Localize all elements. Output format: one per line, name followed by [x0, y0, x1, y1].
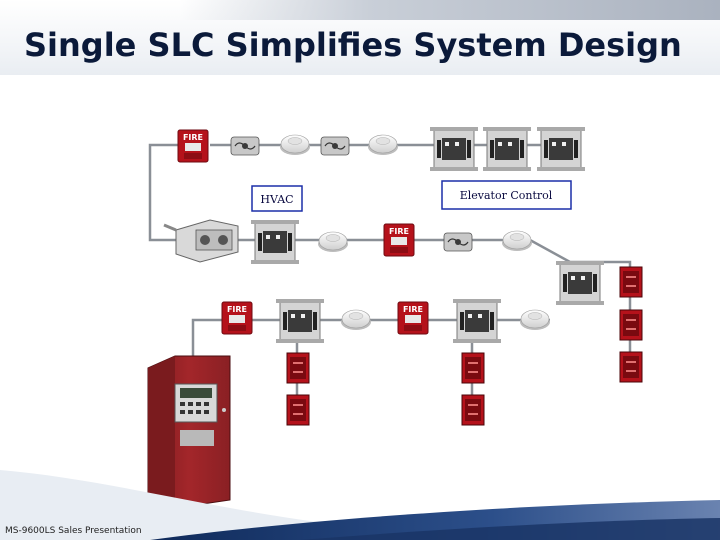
- control-module-icon: [483, 127, 531, 171]
- heat-detector-icon: [444, 233, 472, 251]
- control-module-icon: [537, 127, 585, 171]
- elevator-control-label: Elevator Control: [442, 181, 571, 209]
- control-module-icon: [430, 127, 478, 171]
- smoke-detector-icon: [341, 310, 371, 330]
- control-module-icon: [556, 261, 604, 305]
- relay-module-icon: [287, 353, 309, 383]
- relay-module-icon: [620, 352, 642, 382]
- pull-station-icon: [398, 302, 428, 334]
- relay-module-icon: [287, 395, 309, 425]
- heat-detector-icon: [321, 137, 349, 155]
- pull-station-icon: [178, 130, 208, 162]
- relay-module-icon: [462, 395, 484, 425]
- hvac-label: HVAC: [252, 186, 302, 211]
- relay-module-icon: [620, 310, 642, 340]
- heat-detector-icon: [231, 137, 259, 155]
- smoke-detector-icon: [502, 231, 532, 251]
- smoke-detector-icon: [520, 310, 550, 330]
- footer-text: MS-9600LS Sales Presentation: [5, 526, 142, 536]
- pull-station-icon: [222, 302, 252, 334]
- monitor-module-icon: [251, 220, 299, 264]
- relay-module-icon: [462, 353, 484, 383]
- elevator-control-label-text: Elevator Control: [460, 189, 553, 202]
- fire-alarm-control-panel: [148, 356, 230, 512]
- control-module-icon: [276, 299, 324, 343]
- hvac-label-text: HVAC: [260, 193, 293, 206]
- control-module-icon: [453, 299, 501, 343]
- pull-station-icon: [384, 224, 414, 256]
- smoke-detector-icon: [368, 135, 398, 155]
- smoke-detector-icon: [280, 135, 310, 155]
- smoke-detector-icon: [318, 232, 348, 252]
- relay-module-icon: [620, 267, 642, 297]
